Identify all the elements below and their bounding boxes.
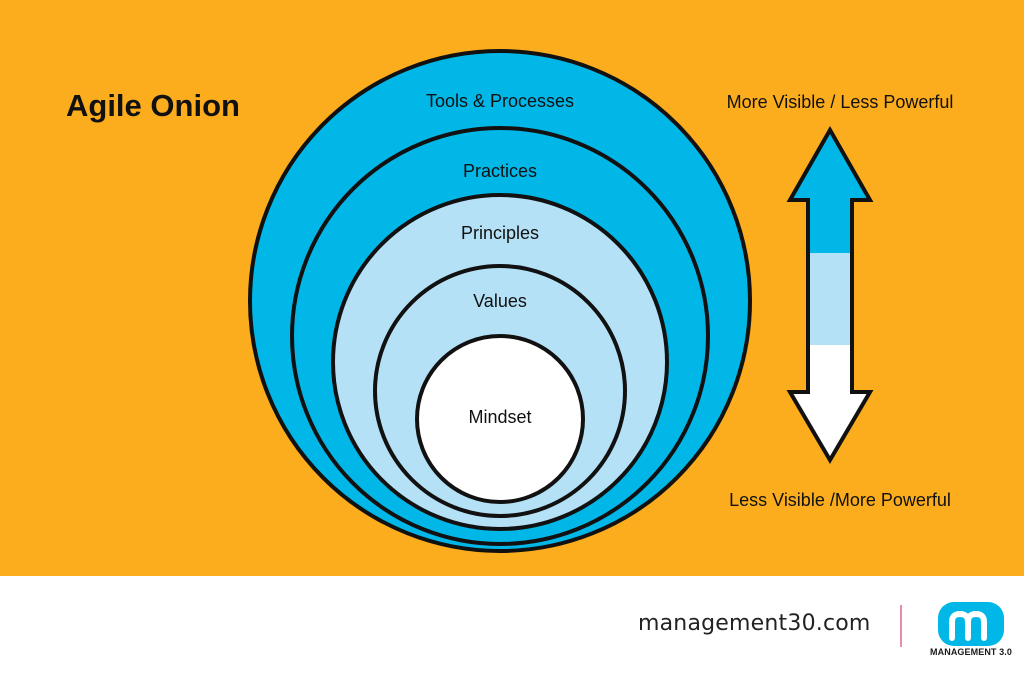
ring-label-practices: Practices xyxy=(463,161,537,181)
diagram-title: Agile Onion xyxy=(66,88,240,123)
arrow-top-label: More Visible / Less Powerful xyxy=(727,92,954,112)
management30-logo-icon xyxy=(938,602,1004,646)
agile-onion-diagram: Agile Onion Tools & Processes Practices … xyxy=(66,49,954,553)
arrow-band-bottom xyxy=(790,345,870,460)
arrow-bottom-label: Less Visible /More Powerful xyxy=(729,490,951,510)
logo-m-glyph xyxy=(949,610,987,641)
website-link[interactable]: management30.com xyxy=(638,611,871,636)
diagram-canvas: Agile Onion Tools & Processes Practices … xyxy=(0,0,1024,576)
ring-label-principles: Principles xyxy=(461,223,539,243)
arrow-fill xyxy=(790,130,870,460)
ring-label-mindset: Mindset xyxy=(468,407,531,427)
arrow-band-top xyxy=(790,130,870,253)
footer-divider xyxy=(900,605,902,647)
footer: management30.com MANAGEMENT 3.0 xyxy=(0,576,1024,683)
ring-mindset xyxy=(415,334,585,504)
arrow-band-middle xyxy=(790,253,870,345)
double-arrow-outline xyxy=(786,125,874,464)
ring-label-tools-processes: Tools & Processes xyxy=(426,91,574,111)
ring-label-values: Values xyxy=(473,291,527,311)
brand-name: MANAGEMENT 3.0 xyxy=(930,647,1012,657)
